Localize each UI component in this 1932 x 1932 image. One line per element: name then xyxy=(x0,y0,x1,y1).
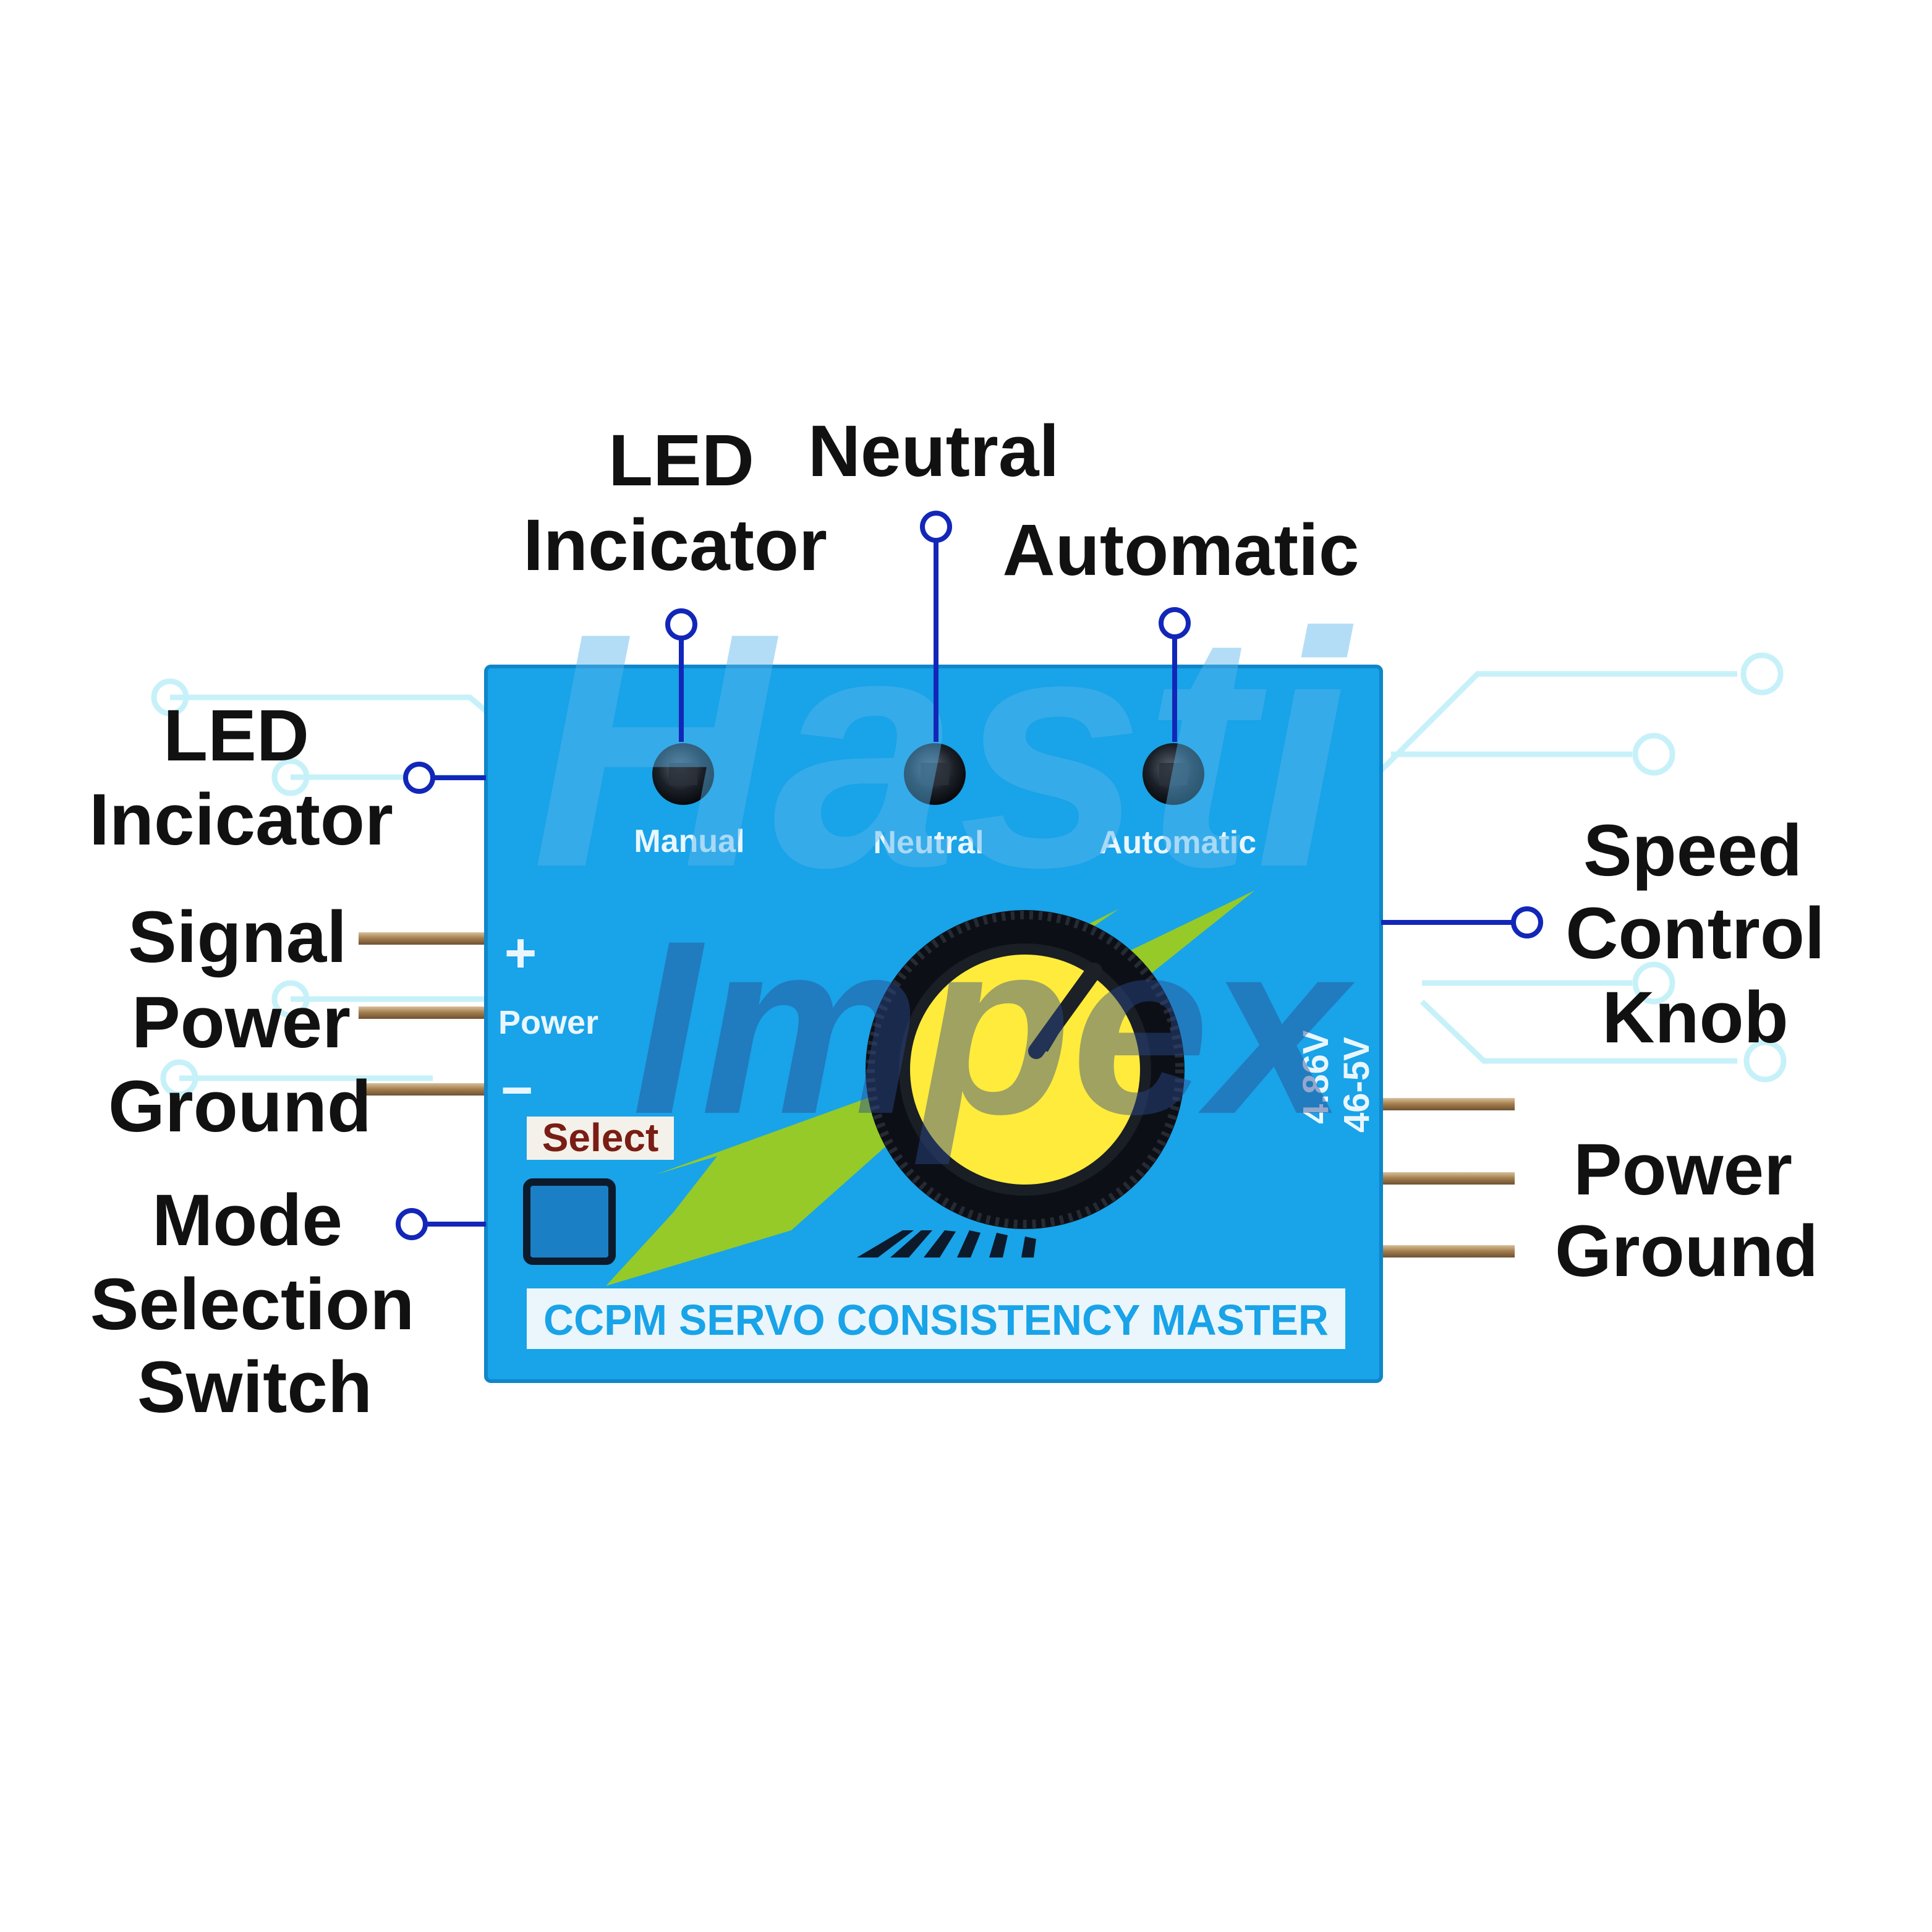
select-label: Select xyxy=(542,1115,659,1160)
callout-dot-automatic xyxy=(1159,607,1191,639)
callout-dot-mode-switch xyxy=(396,1208,428,1240)
label-led-indicator-top-1: LED xyxy=(608,420,754,501)
label-power-right: Power xyxy=(1573,1129,1792,1211)
callouts xyxy=(396,511,1543,1240)
label-automatic-top: Automatic xyxy=(1003,509,1360,591)
label-mode-switch-1: Mode xyxy=(152,1180,343,1261)
label-ground-right: Ground xyxy=(1555,1211,1818,1292)
label-neutral-top: Neutral xyxy=(808,411,1060,492)
board-title: CCPM SERVO CONSISTENCY MASTER xyxy=(543,1296,1329,1344)
select-button[interactable] xyxy=(523,1178,616,1265)
minus-marking: − xyxy=(501,1060,534,1121)
callout-dot-neutral xyxy=(920,511,952,543)
watermark: Hasti Impex xyxy=(532,564,1356,1167)
voltage-text-1: 4.86V xyxy=(1296,1030,1336,1124)
led-caption-automatic: Automatic xyxy=(1099,825,1256,861)
led-caption-manual: Manual xyxy=(634,823,744,859)
label-led-indicator-top-2: Incicator xyxy=(523,504,827,586)
plus-marking: + xyxy=(504,922,537,984)
speed-control-knob[interactable] xyxy=(866,910,1185,1229)
pin-power-left xyxy=(359,1006,488,1019)
select-label-bg xyxy=(527,1117,674,1160)
annotation-labels: LED Incicator Neutral Automatic LED Inci… xyxy=(89,411,1825,1428)
callout-dot-speed-knob xyxy=(1511,906,1543,938)
callout-dot-led-top xyxy=(665,608,697,640)
label-speed-knob-2: Control xyxy=(1565,893,1824,974)
pin-ground-left xyxy=(359,1083,488,1096)
circuit-traces xyxy=(151,652,1787,1097)
label-led-indicator-left-1: LED xyxy=(163,695,309,777)
led-manual xyxy=(652,743,714,805)
led-neutral xyxy=(904,743,966,805)
pin-ground-right xyxy=(1379,1245,1515,1258)
pin-signal xyxy=(359,932,488,945)
board-title-banner xyxy=(527,1288,1345,1349)
voltage-text-2: 46-5V xyxy=(1337,1037,1377,1133)
circuit-board: Manual Neutral Automatic + Power − Selec… xyxy=(484,665,1383,1383)
speed-ramp-marks xyxy=(857,1230,1036,1258)
label-mode-switch-3: Switch xyxy=(137,1347,372,1428)
label-mode-switch-2: Selection xyxy=(90,1264,415,1345)
label-led-indicator-left-2: Incicator xyxy=(89,779,393,861)
callout-dot-led-left xyxy=(403,762,435,794)
label-ground-left: Ground xyxy=(108,1066,372,1147)
pin-power-right xyxy=(1379,1172,1515,1185)
watermark-line1: Hasti xyxy=(532,564,1355,937)
led-caption-neutral: Neutral xyxy=(873,825,984,861)
watermark-line2: Impex xyxy=(632,889,1356,1167)
power-marking: Power xyxy=(498,1004,598,1041)
led-automatic xyxy=(1143,743,1204,805)
left-header-pins xyxy=(359,932,488,1096)
label-speed-knob-3: Knob xyxy=(1602,977,1788,1058)
label-signal: Signal xyxy=(128,896,347,978)
label-speed-knob-1: Speed xyxy=(1583,810,1802,892)
right-header-pins xyxy=(1379,1098,1515,1258)
pin-extra-right xyxy=(1379,1098,1515,1110)
label-power-left: Power xyxy=(132,982,351,1063)
